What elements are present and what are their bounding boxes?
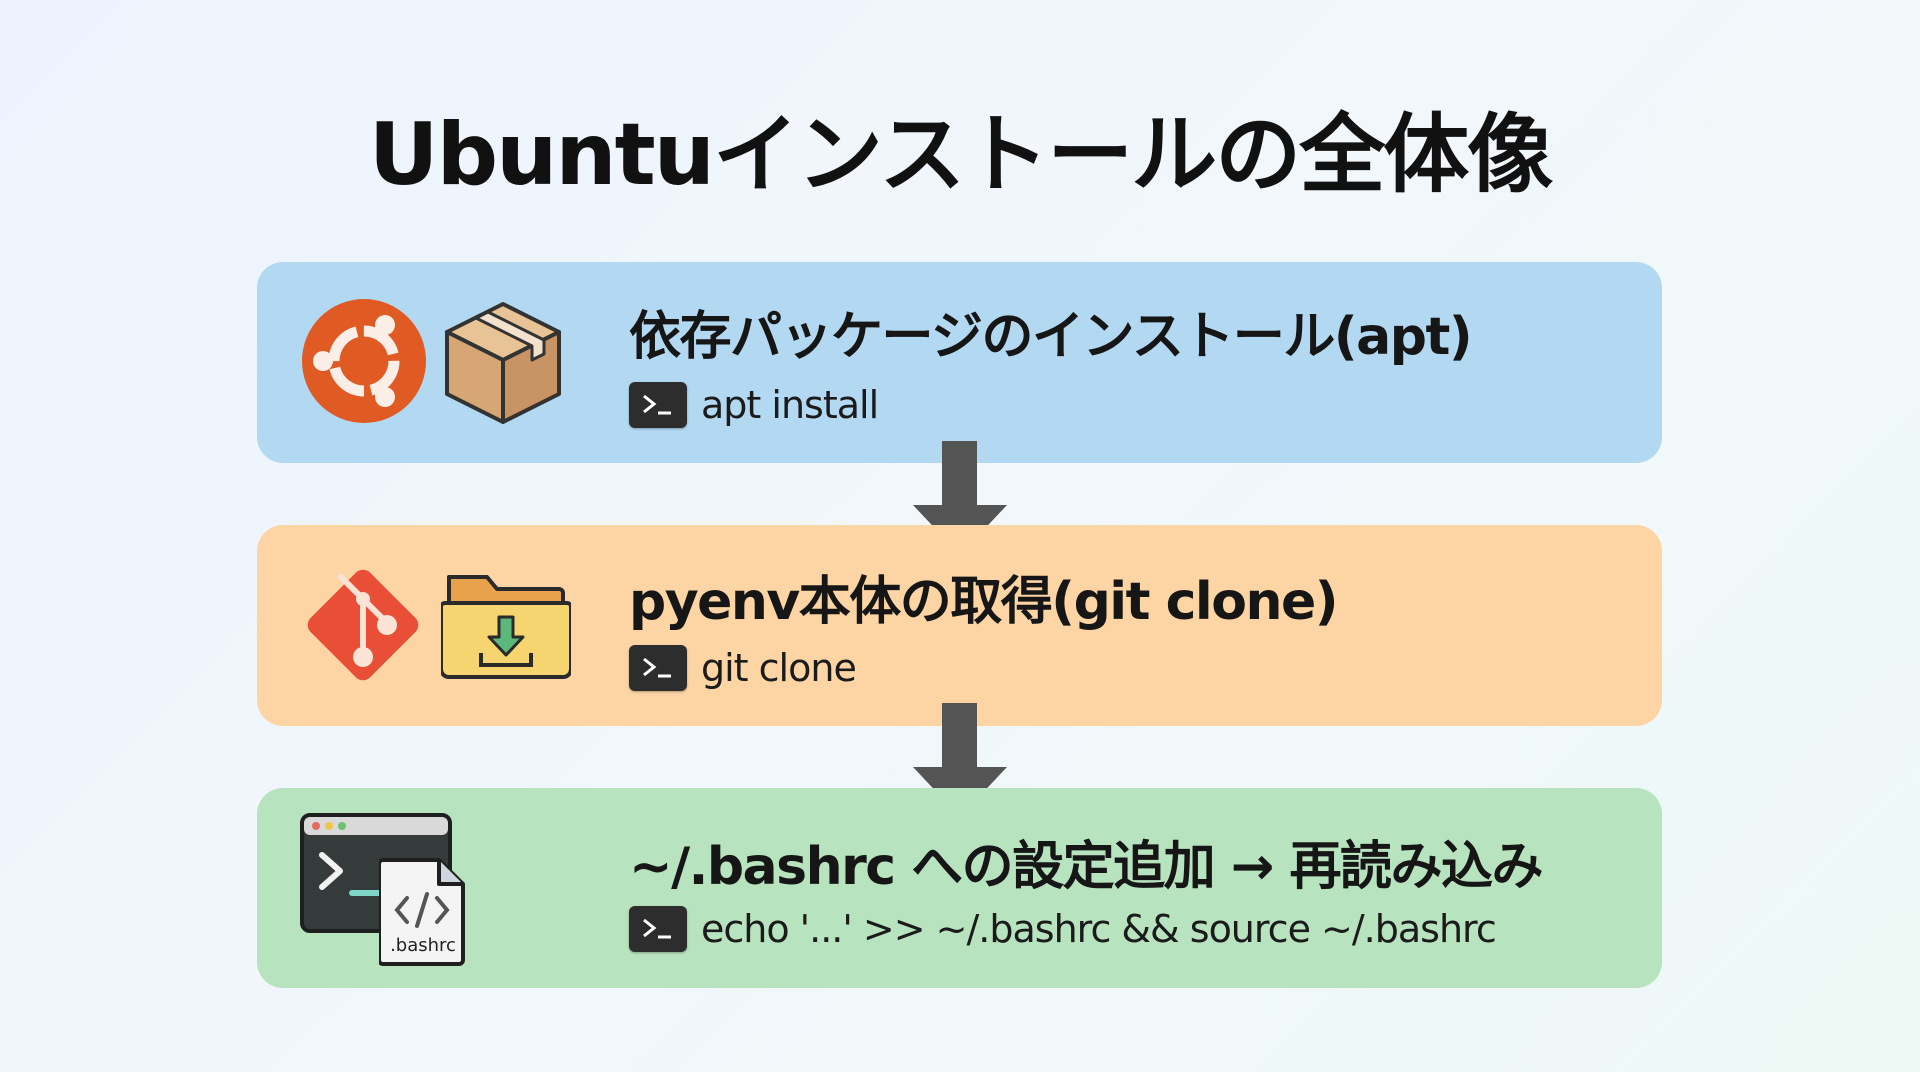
terminal-prompt-icon	[629, 645, 687, 691]
step-heading: ~/.bashrc への設定追加 → 再読み込み	[629, 837, 1543, 897]
bashrc-file-icon: .bashrc	[379, 858, 465, 966]
command-row: apt install	[629, 382, 879, 428]
package-box-icon	[445, 302, 561, 424]
ubuntu-logo-icon	[302, 299, 426, 423]
step-card-bashrc: .bashrc ~/.bashrc への設定追加 → 再読み込み echo '.…	[257, 788, 1662, 988]
command-text: git clone	[701, 646, 857, 690]
file-label: .bashrc	[390, 935, 456, 956]
step-card-git-clone: pyenv本体の取得(git clone) git clone	[257, 525, 1662, 726]
step-heading: 依存パッケージのインストール(apt)	[629, 307, 1473, 367]
page-title: Ubuntuインストールの全体像	[368, 105, 1553, 205]
step-card-apt: 依存パッケージのインストール(apt) apt install	[257, 262, 1662, 463]
step-heading: pyenv本体の取得(git clone)	[629, 572, 1339, 632]
command-text: apt install	[701, 383, 879, 427]
git-logo-icon	[307, 569, 419, 681]
terminal-prompt-icon	[629, 906, 687, 952]
folder-download-icon	[441, 575, 571, 679]
command-row: git clone	[629, 645, 857, 691]
terminal-prompt-icon	[629, 382, 687, 428]
command-row: echo '...' >> ~/.bashrc && source ~/.bas…	[629, 906, 1497, 952]
command-text: echo '...' >> ~/.bashrc && source ~/.bas…	[701, 907, 1497, 951]
